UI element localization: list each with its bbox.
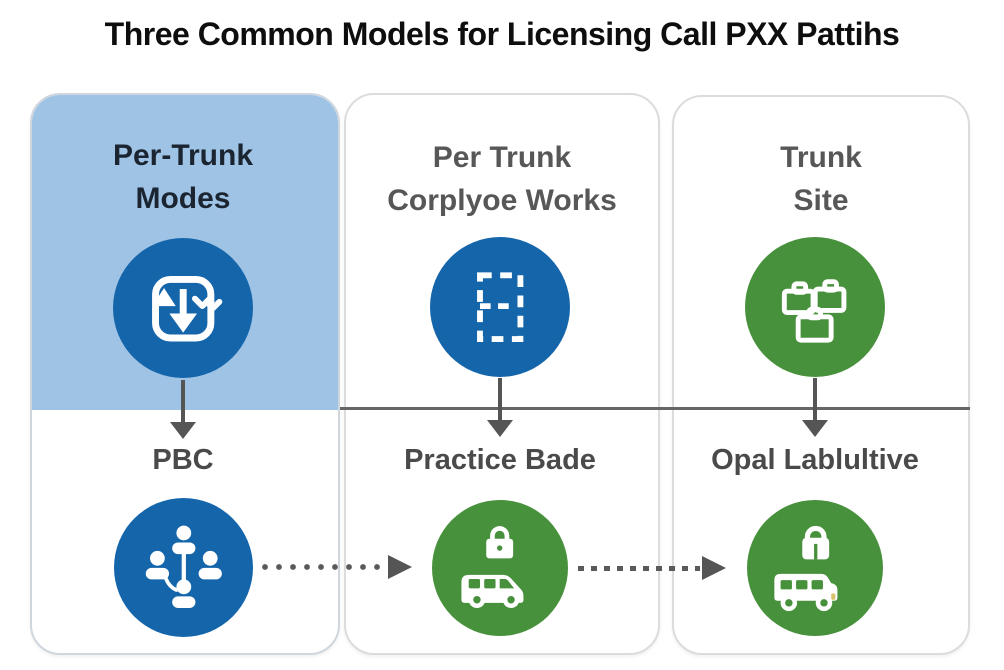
locked-bus-icon	[747, 500, 883, 636]
bottom-label-opal-lablultive: Opal Lablultive	[711, 444, 919, 476]
heading-line: Per-Trunk	[112, 139, 254, 172]
heading-line: Per Trunk	[432, 141, 572, 174]
right-arrowhead-icon	[388, 555, 412, 579]
dashed-arrow-line	[578, 566, 700, 571]
briefcases-icon	[745, 237, 885, 377]
diagram-title: Three Common Models for Licensing Call P…	[104, 16, 900, 52]
dashed-panel-icon	[430, 237, 570, 377]
dotted-arrow-line	[258, 564, 386, 570]
heading-line: Site	[793, 184, 849, 217]
card-heading-trunk-site: Trunk Site	[671, 136, 971, 222]
bottom-label-practice-bade: Practice Bade	[404, 444, 596, 476]
heading-line: Corplyoe Works	[387, 184, 617, 217]
horizontal-connector-line	[340, 407, 970, 410]
heading-line: Trunk	[780, 141, 862, 174]
right-arrowhead-icon	[702, 556, 726, 580]
org-chart-people-icon	[114, 498, 253, 637]
heading-line: Modes	[135, 182, 231, 215]
card-heading-per-trunk-modes: Per-Trunk Modes	[33, 134, 333, 220]
card-heading-per-trunk-corplyoe-works: Per Trunk Corplyoe Works	[352, 136, 652, 222]
bottom-label-pbc: PBC	[152, 444, 214, 476]
sync-arrows-icon	[113, 238, 253, 378]
locked-van-icon	[432, 500, 568, 636]
